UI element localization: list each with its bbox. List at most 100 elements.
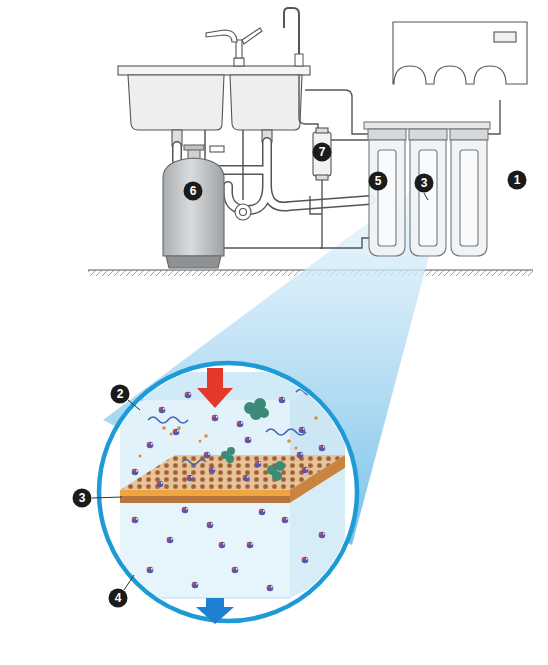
callout-number: 2 [110,384,130,404]
water-molecule [137,395,144,402]
permeate-water [120,468,345,598]
contaminant [314,416,318,420]
faucet [242,28,262,44]
contaminant [204,434,208,438]
contaminant [139,416,318,457]
callout-text: 2 [117,388,124,400]
water-molecule [132,517,139,524]
storage-tank [163,145,224,268]
stop-valve [235,204,251,220]
filter-canister [369,140,405,256]
faucet [234,58,244,66]
callout-number: 1 [507,170,527,190]
contaminant [199,440,202,443]
flow-arrow-out [196,598,234,624]
water-molecule [282,517,289,524]
contaminant [148,390,328,465]
leader-line [92,193,428,590]
callout-circle [111,385,130,404]
tubing [330,139,368,140]
callout-text: 3 [421,177,428,189]
water-molecule [299,427,306,434]
callout-circle [109,589,128,608]
stop-valve [242,130,244,200]
tubing [310,196,322,214]
storage-tank [163,158,224,256]
water-molecule [219,542,226,549]
storage-tank [184,145,204,150]
leader-line [92,497,122,498]
callout-number: 7 [312,142,332,162]
water-molecule [187,475,194,482]
ro-faucet [284,8,303,66]
filter-canister [409,129,447,140]
water-molecule [185,392,192,399]
water-molecule [319,532,326,539]
wall-unit [393,22,527,84]
sink [118,66,310,75]
contaminant [296,390,328,395]
contaminant [139,455,142,458]
callout-text: 6 [190,185,197,197]
leader-line [128,400,140,410]
zoom-circle [99,363,357,621]
contaminant [170,433,173,436]
filter-canister [410,140,446,256]
faucet [206,28,262,66]
filter-canister [419,150,437,246]
water-molecule [232,567,239,574]
zoom-circle [99,363,357,621]
tubing [320,238,370,248]
ro-faucet [295,54,303,66]
water-molecule [317,395,324,402]
callout-text: 7 [319,146,326,158]
water-molecule [319,445,326,452]
sink [230,75,302,130]
sink [118,66,310,146]
post-filter [316,128,328,133]
filter-canister [450,129,488,140]
callout-number: 5 [368,171,388,191]
permeate-water [120,598,290,599]
water-molecule [173,429,180,436]
water-molecule [147,442,154,449]
callout-text: 1 [514,174,521,186]
water-molecule [204,452,211,459]
contaminant [259,408,269,418]
water-molecule [157,481,164,488]
membrane-layer [120,490,290,496]
contaminant [182,460,206,465]
water-molecule [192,582,199,589]
water-molecule [259,509,266,516]
callout-number: 3 [414,173,434,193]
permeate-water [120,503,290,598]
feed-water [120,372,345,490]
water-molecule [167,537,174,544]
contaminant [148,417,188,423]
membrane-view [120,372,345,598]
callout-circle [415,174,434,193]
leader-line [124,575,134,590]
contaminant [295,447,298,450]
callout-number: 4 [108,588,128,608]
filter-canister [378,150,396,246]
filter-canister [488,100,500,134]
contaminant [287,439,291,443]
filter-canister [460,150,478,246]
water-molecule [209,467,216,474]
water-molecule [132,469,139,476]
wall-unit [494,32,516,42]
filter-canister [368,129,406,140]
water-molecule [255,461,262,468]
water-molecule [267,585,274,592]
water-molecule [237,421,244,428]
callout-circle [313,143,332,162]
flow-arrow-out [196,598,234,624]
water-molecule [302,467,309,474]
callout-circle [184,182,203,201]
callout-text: 5 [375,175,382,187]
water-molecule [245,437,252,444]
leader-line [424,193,428,200]
